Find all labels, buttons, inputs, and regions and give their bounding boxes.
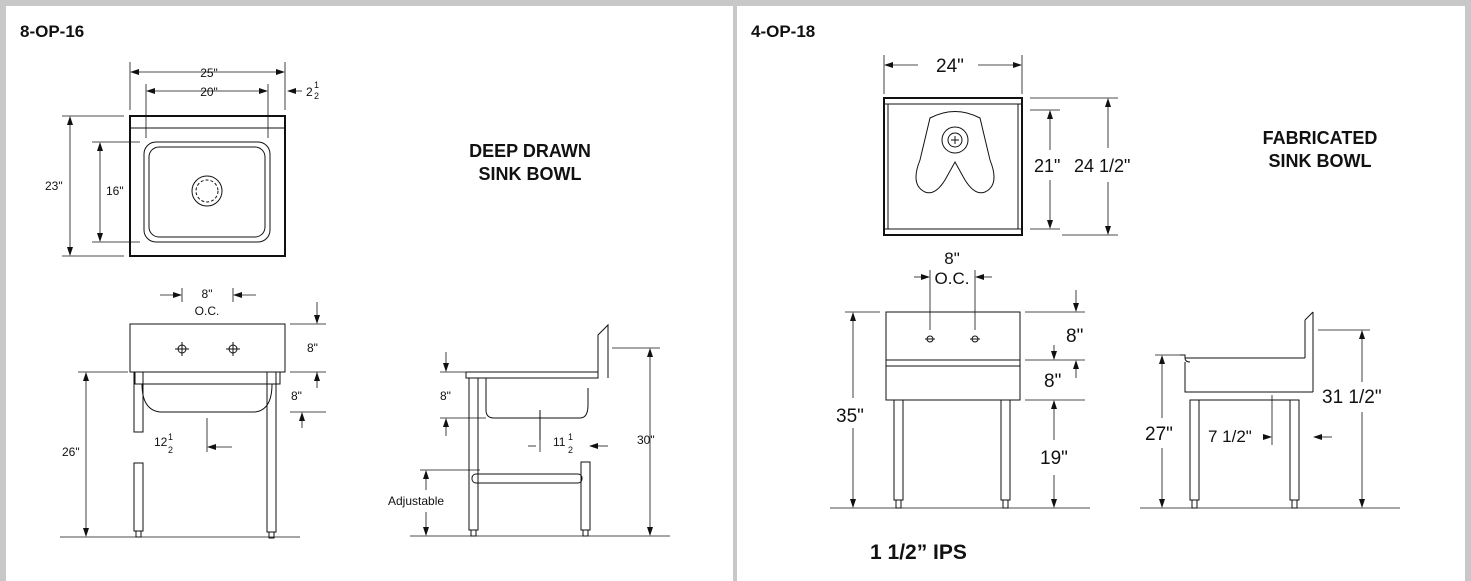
left-side-adjustable: Adjustable [388, 494, 444, 508]
right-model-title: 4-OP-18 [751, 22, 816, 41]
left-bowl-type-line1: DEEP DRAWN [469, 141, 591, 161]
left-dim-overall-depth: 23" [45, 179, 63, 193]
left-dim-splash-height: 8" [307, 341, 318, 355]
outer-border-right [1465, 0, 1471, 581]
left-dim-backsplash-whole: 2 [306, 85, 313, 99]
left-side-dim-drain-whole: 11 [553, 435, 566, 449]
right-dim-overall-width: 24" [936, 56, 964, 77]
left-side-dim-height: 30" [637, 433, 655, 447]
right-dim-bowl-depth: 21" [1034, 156, 1060, 176]
panel-divider [733, 0, 737, 581]
right-dim-bowl-drop: 8" [1044, 371, 1061, 392]
left-dim-height: 26" [62, 445, 80, 459]
right-dim-overall-depth: 24 1/2" [1074, 156, 1130, 176]
right-top-view [883, 55, 1118, 236]
right-bowl-type-line1: FABRICATED [1262, 128, 1378, 148]
right-front-view [830, 270, 1090, 509]
left-front-view [60, 288, 326, 539]
left-bowl-type: DEEP DRAWN SINK BOWL [440, 140, 620, 186]
right-bowl-type: FABRICATED SINK BOWL [1230, 127, 1410, 173]
left-dim-overall-width: 25" [200, 66, 218, 80]
right-bowl-type-line2: SINK BOWL [1268, 151, 1372, 171]
right-side-dim-drain: 7 1/2" [1208, 427, 1252, 446]
right-dim-height: 35" [836, 406, 864, 427]
right-dim-leg-clearance: 19" [1040, 448, 1068, 469]
right-side-dim-height: 27" [1145, 424, 1173, 445]
left-side-dim-drain-den: 2 [568, 445, 573, 455]
left-dim-faucet-center: 8" [202, 287, 213, 301]
left-dim-drain-num: 1 [168, 432, 173, 442]
left-dim-bowl-depth: 16" [106, 184, 124, 198]
left-dim-bowl-width: 20" [200, 85, 218, 99]
left-dim-backsplash-den: 2 [314, 91, 319, 101]
left-side-dim-drain-num: 1 [568, 432, 573, 442]
right-dim-splash-height: 8" [1066, 326, 1083, 347]
right-side-dim-overall: 31 1/2" [1322, 387, 1382, 408]
left-dim-faucet-oc: O.C. [195, 304, 220, 318]
right-dim-faucet-oc: O.C. [935, 269, 970, 288]
left-dim-drain-den: 2 [168, 445, 173, 455]
left-bowl-type-line2: SINK BOWL [478, 164, 582, 184]
left-dim-drain-whole: 12 [154, 435, 168, 449]
left-model-title: 8-OP-16 [20, 22, 85, 41]
right-dim-faucet-center: 8" [944, 249, 960, 268]
left-top-view [62, 62, 302, 257]
right-side-view [1140, 311, 1400, 509]
left-dim-bowl-drop: 8" [291, 389, 302, 403]
left-side-view [410, 323, 670, 537]
ips-note: 1 1/2” IPS [870, 541, 967, 564]
outer-border-left [0, 0, 6, 581]
left-side-dim-splash: 8" [440, 389, 451, 403]
left-dim-backsplash-num: 1 [314, 80, 319, 90]
